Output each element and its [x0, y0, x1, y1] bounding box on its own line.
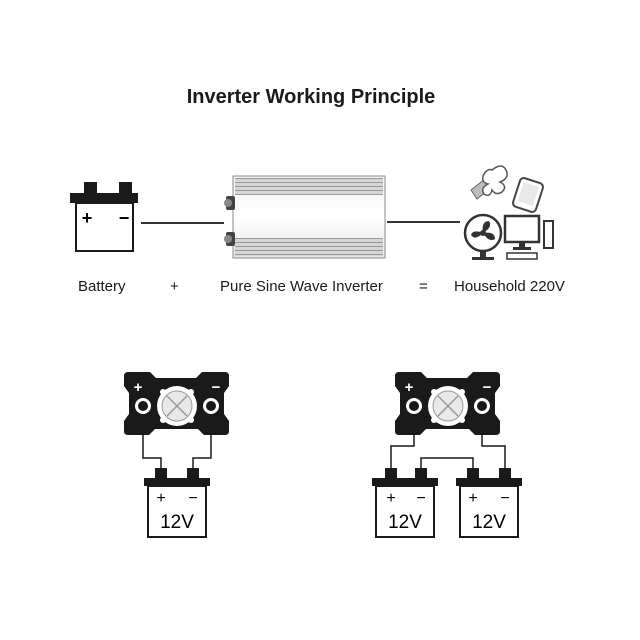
computer-icon: [503, 214, 554, 260]
panel-right-screw-1: [431, 389, 437, 395]
battery-plus-sign: +: [82, 208, 93, 228]
diagram-title: Inverter Working Principle: [186, 86, 436, 108]
inverter-panel-left: + −: [124, 372, 229, 435]
panel-right-fan-cross: [437, 395, 459, 417]
panel-right-plus: +: [405, 379, 414, 396]
wire-right-positive: [390, 414, 415, 470]
inverter-panel-right: + −: [395, 372, 500, 435]
phone-screen: [517, 182, 540, 207]
panel-left-screw-2: [188, 389, 194, 395]
battery-left-minus: −: [188, 490, 197, 507]
battery-minus-sign: −: [119, 208, 130, 228]
battery-left-terminal-positive: [155, 468, 167, 479]
battery-left-plus: +: [156, 490, 165, 507]
battery-left-top-band: [144, 478, 210, 486]
panel-left-screw-4: [188, 417, 194, 423]
panel-right-terminal-negative-core: [477, 401, 487, 411]
fan-stand: [480, 251, 486, 258]
battery-right-1-voltage: 12V: [388, 512, 422, 533]
light-bulb-icon: [470, 165, 508, 200]
battery-right-2-top-band: [456, 478, 522, 486]
inverter-terminal-bottom-bolt: [224, 235, 232, 243]
panel-left-screw-1: [160, 389, 166, 395]
battery-right-1-terminal-positive: [385, 468, 397, 479]
panel-left-screw-3: [160, 417, 166, 423]
fan-blade-2: [483, 232, 495, 241]
battery-right-2-minus: −: [500, 490, 509, 507]
battery-right-1-terminal-negative: [415, 468, 427, 479]
battery-right-1-minus: −: [416, 490, 425, 507]
caption-battery: Battery: [78, 278, 126, 295]
panel-left-terminal-positive-core: [138, 401, 148, 411]
wire-left-positive: [142, 414, 162, 470]
panel-right-terminal-positive-core: [409, 401, 419, 411]
fan-foot: [472, 257, 494, 260]
panel-right-minus: −: [483, 379, 492, 396]
caption-inverter: Pure Sine Wave Inverter: [220, 278, 383, 295]
battery-right-2-terminal-positive: [467, 468, 479, 479]
fan-blade-1: [482, 221, 491, 233]
battery-right-1-plus: +: [386, 490, 395, 507]
fan-hub: [480, 230, 486, 236]
battery-terminal-negative: [119, 182, 132, 194]
monitor-stand: [519, 242, 525, 248]
battery-left-voltage: 12V: [160, 512, 194, 533]
battery-left: + − 12V: [144, 468, 210, 538]
battery-left-body: [147, 485, 207, 538]
inverter-fins-top: [235, 178, 383, 195]
wire-left-negative: [192, 414, 212, 470]
battery-right-1: + − 12V: [372, 468, 438, 538]
fan-blade-3: [471, 231, 483, 238]
monitor: [503, 214, 541, 244]
inverter-fins-bottom: [235, 238, 383, 256]
battery-right-2: + − 12V: [456, 468, 522, 538]
caption-household: Household 220V: [454, 278, 565, 295]
keyboard: [506, 252, 538, 260]
monitor-foot: [513, 247, 531, 250]
panel-right-screw-3: [431, 417, 437, 423]
bulb-spiral: [481, 165, 508, 197]
battery-right-2-plus: +: [468, 490, 477, 507]
caption-equals: =: [419, 278, 428, 295]
fan-icon: [463, 213, 503, 260]
battery-terminal-positive: [84, 182, 97, 194]
wire-series-link: [420, 457, 474, 470]
inverter-icon: [224, 175, 386, 259]
wire-right-negative: [481, 414, 506, 470]
panel-right-screw-2: [459, 389, 465, 395]
pc-tower: [543, 220, 554, 249]
inverter-terminal-top-bolt: [224, 199, 232, 207]
battery-body: [75, 202, 134, 252]
caption-plus: +: [170, 278, 179, 295]
battery-top-band: [70, 193, 138, 203]
battery-right-2-voltage: 12V: [472, 512, 506, 533]
battery-left-terminal-negative: [187, 468, 199, 479]
battery-right-2-body: [459, 485, 519, 538]
panel-left-plus: +: [134, 379, 143, 396]
panel-left-minus: −: [212, 379, 221, 396]
battery-icon: + −: [70, 182, 138, 252]
battery-right-2-terminal-negative: [499, 468, 511, 479]
battery-right-1-body: [375, 485, 435, 538]
panel-left-fan-cross: [166, 395, 188, 417]
phone-icon: [511, 177, 545, 213]
battery-right-1-top-band: [372, 478, 438, 486]
panel-left-terminal-negative-core: [206, 401, 216, 411]
panel-right-screw-4: [459, 417, 465, 423]
